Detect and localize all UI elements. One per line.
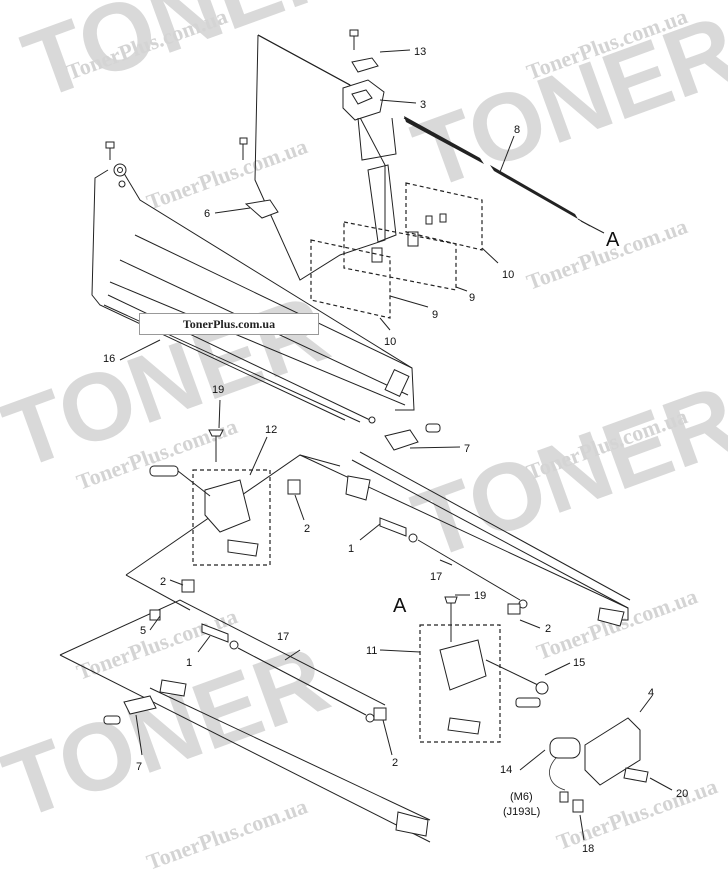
callout-15: 15 bbox=[573, 657, 585, 669]
callout-19-top: 19 bbox=[212, 384, 224, 396]
watermark-url-3: TonerPlus.com.ua bbox=[143, 133, 310, 214]
leader-lines bbox=[135, 49, 673, 841]
callout-10-bottom: 10 bbox=[384, 336, 396, 348]
callout-2-left: 2 bbox=[160, 576, 166, 588]
callout-labels: 13 3 8 A 6 10 9 9 10 16 19 12 7 2 1 17 2… bbox=[103, 46, 688, 855]
springs-and-cables bbox=[59, 517, 528, 843]
site-label: TonerPlus.com.ua bbox=[139, 313, 319, 335]
callout-14: 14 bbox=[500, 764, 512, 776]
callout-4: 4 bbox=[648, 687, 654, 699]
label-m6: (M6) bbox=[510, 791, 533, 803]
callout-11: 11 bbox=[366, 645, 377, 657]
threaded-rod-8 bbox=[403, 116, 605, 234]
callout-9-bottom: 9 bbox=[432, 309, 438, 321]
lower-right-assembly bbox=[103, 596, 649, 837]
callout-3: 3 bbox=[420, 99, 426, 111]
watermark-url-10: TonerPlus.com.ua bbox=[553, 773, 720, 854]
callout-17-bottom: 17 bbox=[277, 631, 289, 643]
callout-20: 20 bbox=[676, 788, 688, 800]
callout-6: 6 bbox=[204, 208, 210, 220]
watermark-url-9: TonerPlus.com.ua bbox=[143, 793, 310, 874]
callout-8: 8 bbox=[514, 124, 520, 136]
callout-7-left: 7 bbox=[136, 761, 142, 773]
connector-a-top: A bbox=[606, 229, 620, 251]
middle-plate bbox=[125, 423, 631, 627]
callout-12: 12 bbox=[265, 424, 277, 436]
callout-7-right: 7 bbox=[464, 443, 470, 455]
watermark-url-4: TonerPlus.com.ua bbox=[523, 213, 690, 294]
callout-1-top: 1 bbox=[348, 543, 354, 555]
callout-2-right: 2 bbox=[545, 623, 551, 635]
callout-17-top: 17 bbox=[430, 571, 442, 583]
callout-18: 18 bbox=[582, 843, 594, 855]
callout-19-bottom: 19 bbox=[474, 590, 486, 602]
watermark-toner-2: TONER bbox=[401, 0, 728, 210]
callout-5: 5 bbox=[140, 625, 146, 637]
label-j193l: (J193L) bbox=[503, 806, 540, 818]
dashed-detail-boxes-top bbox=[310, 182, 499, 331]
callout-9-top: 9 bbox=[469, 292, 475, 304]
connector-a-bottom: A bbox=[393, 595, 407, 617]
callout-2-bottom: 2 bbox=[392, 757, 398, 769]
callout-13: 13 bbox=[414, 46, 426, 58]
callout-16: 16 bbox=[103, 353, 115, 365]
callout-2-mid: 2 bbox=[304, 523, 310, 535]
callout-10-top: 10 bbox=[502, 269, 514, 281]
callout-1-bottom: 1 bbox=[186, 657, 192, 669]
